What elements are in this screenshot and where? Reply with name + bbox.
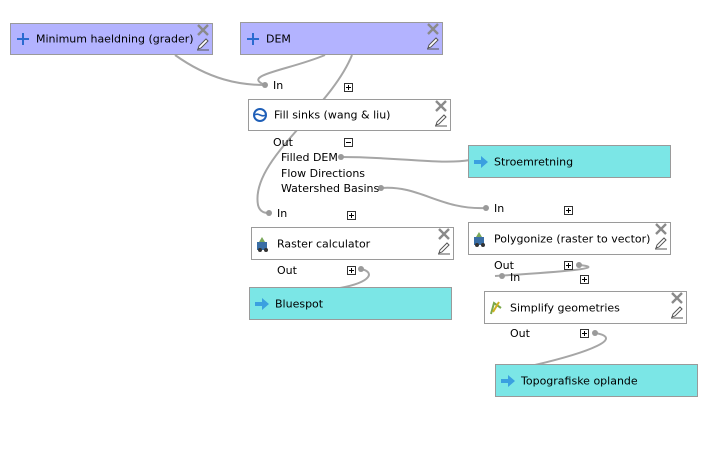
- arrow-right-icon: [474, 155, 488, 168]
- fill-sinks-out-label: Out: [273, 136, 293, 149]
- vector-tool-icon: [474, 231, 485, 247]
- input-node-dem[interactable]: DEM: [240, 22, 443, 55]
- arrow-right-icon: [255, 297, 269, 310]
- close-icon[interactable]: [671, 292, 683, 304]
- saga-icon: [253, 108, 267, 122]
- algorithm-node-raster-calculator[interactable]: Raster calculator: [251, 227, 454, 260]
- node-label: Minimum haeldning (grader): [36, 32, 194, 46]
- expand-toggle[interactable]: [564, 206, 573, 215]
- output-node-bluespot[interactable]: Bluespot: [249, 287, 452, 320]
- port-dot: [576, 262, 582, 268]
- raster-calc-in-label: In: [277, 207, 288, 220]
- node-label: Topografiske oplande: [521, 374, 638, 387]
- expand-toggle[interactable]: [347, 211, 356, 220]
- fill-sinks-in-label: In: [273, 79, 284, 92]
- output-watershed-basins: Watershed Basins: [281, 182, 380, 195]
- wire-dem-to-fillsinks: [257, 54, 326, 86]
- expand-toggle[interactable]: [580, 329, 589, 338]
- plus-icon: [247, 32, 259, 45]
- node-label: DEM: [266, 32, 291, 45]
- wire-dem-to-rastercalc: [256, 54, 353, 214]
- input-node-minimum-slope[interactable]: Minimum haeldning (grader): [10, 23, 213, 55]
- port-dot: [338, 154, 344, 160]
- output-node-topografiske-oplande[interactable]: Topografiske oplande: [495, 364, 698, 397]
- output-filled-dem: Filled DEM: [281, 151, 338, 164]
- pencil-icon[interactable]: [437, 242, 451, 255]
- node-label: Fill sinks (wang & liu): [274, 108, 391, 122]
- wire-minslope-to-fillsinks: [174, 54, 266, 86]
- expand-toggle[interactable]: [564, 261, 573, 270]
- port-dot: [483, 205, 489, 211]
- algorithm-node-fill-sinks[interactable]: Fill sinks (wang & liu): [248, 99, 451, 131]
- pencil-icon[interactable]: [654, 237, 668, 250]
- port-dot: [262, 82, 268, 88]
- algorithm-node-polygonize[interactable]: Polygonize (raster to vector): [468, 222, 671, 255]
- wire-simplify-to-topografiske: [534, 332, 608, 366]
- node-label: Bluespot: [275, 297, 324, 310]
- polygonize-in-label: In: [494, 202, 505, 215]
- output-flow-directions: Flow Directions: [281, 167, 366, 180]
- simplify-in-label: In: [510, 271, 521, 284]
- node-label: Raster calculator: [277, 237, 371, 250]
- wire-polygonize-to-simplify: [494, 264, 590, 277]
- arrow-right-icon: [501, 374, 515, 387]
- raster-calc-out-label: Out: [277, 264, 297, 277]
- simplify-out-label: Out: [510, 327, 530, 340]
- close-icon[interactable]: [438, 228, 450, 240]
- node-label: Stroemretning: [494, 155, 574, 168]
- node-label: Simplify geometries: [510, 301, 620, 314]
- close-icon[interactable]: [655, 223, 667, 235]
- vector-tool-icon: [490, 300, 502, 314]
- expand-toggle[interactable]: [347, 266, 356, 275]
- port-dot: [592, 330, 598, 336]
- wire-filleddem-to-stroemretning: [340, 156, 471, 163]
- expand-toggle[interactable]: [580, 275, 589, 284]
- plus-icon: [17, 33, 29, 45]
- node-label: Polygonize (raster to vector): [494, 232, 651, 245]
- expand-toggle[interactable]: [344, 83, 353, 92]
- wire-rastercalc-to-bluespot: [339, 268, 370, 289]
- wire-watershed-to-polygonize: [380, 186, 487, 210]
- pencil-icon[interactable]: [670, 306, 684, 319]
- polygonize-out-label: Out: [494, 259, 514, 272]
- close-icon[interactable]: [435, 100, 447, 112]
- close-icon[interactable]: [427, 23, 439, 35]
- output-node-stroemretning[interactable]: Stroemretning: [468, 145, 671, 178]
- port-dot: [266, 210, 272, 216]
- port-dot: [378, 185, 384, 191]
- collapse-toggle[interactable]: [344, 138, 353, 147]
- pencil-icon[interactable]: [434, 114, 448, 127]
- pencil-icon[interactable]: [196, 38, 210, 51]
- close-icon[interactable]: [197, 24, 209, 36]
- raster-tool-icon: [257, 236, 268, 252]
- pencil-icon[interactable]: [426, 37, 440, 50]
- algorithm-node-simplify-geometries[interactable]: Simplify geometries: [484, 291, 687, 324]
- port-dot: [499, 273, 505, 279]
- port-dot: [358, 266, 364, 272]
